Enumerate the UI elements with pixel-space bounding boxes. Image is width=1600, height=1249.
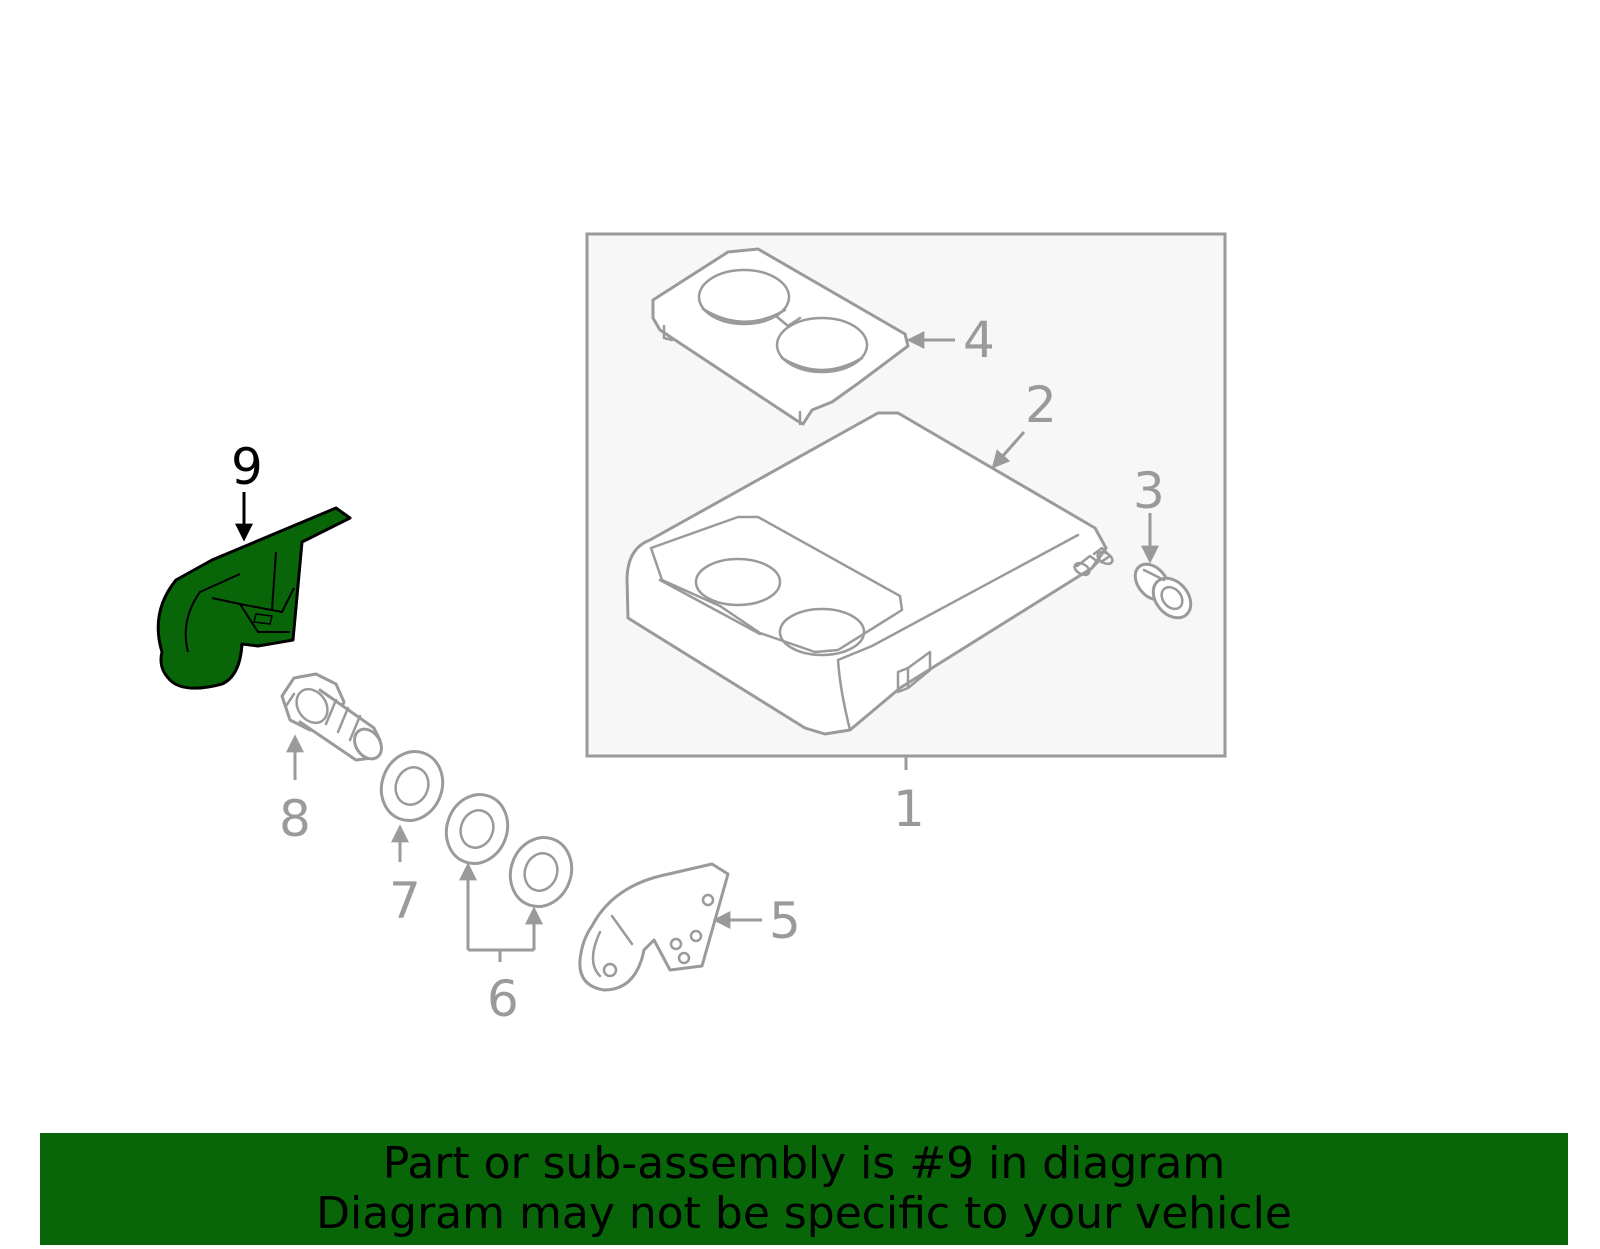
- part-9-bracket: [156, 506, 352, 690]
- part-2-console-lid: [625, 411, 1114, 736]
- callout-1: 1: [893, 780, 925, 838]
- callout-6: 6: [487, 970, 519, 1028]
- callout-9: 9: [231, 438, 263, 496]
- callout-4: 4: [963, 311, 995, 369]
- part-5-bracket: [578, 862, 730, 992]
- callout-3: 3: [1133, 462, 1165, 520]
- callout-8: 8: [279, 790, 311, 848]
- callout-5: 5: [769, 892, 801, 950]
- part-8-bolt: [280, 672, 383, 762]
- banner-line-2: Diagram may not be specific to your vehi…: [316, 1188, 1292, 1239]
- part-6-washers: [444, 793, 574, 908]
- callout-7: 7: [389, 872, 421, 930]
- banner-line-1: Part or sub-assembly is #9 in diagram: [382, 1138, 1226, 1189]
- info-banner: Part or sub-assembly is #9 in diagram Di…: [40, 1133, 1568, 1245]
- callout-2: 2: [1025, 376, 1057, 434]
- part-7-washer: [379, 750, 445, 822]
- part-4-cup-holder: [651, 247, 910, 426]
- part-3-bushing: [1133, 562, 1193, 620]
